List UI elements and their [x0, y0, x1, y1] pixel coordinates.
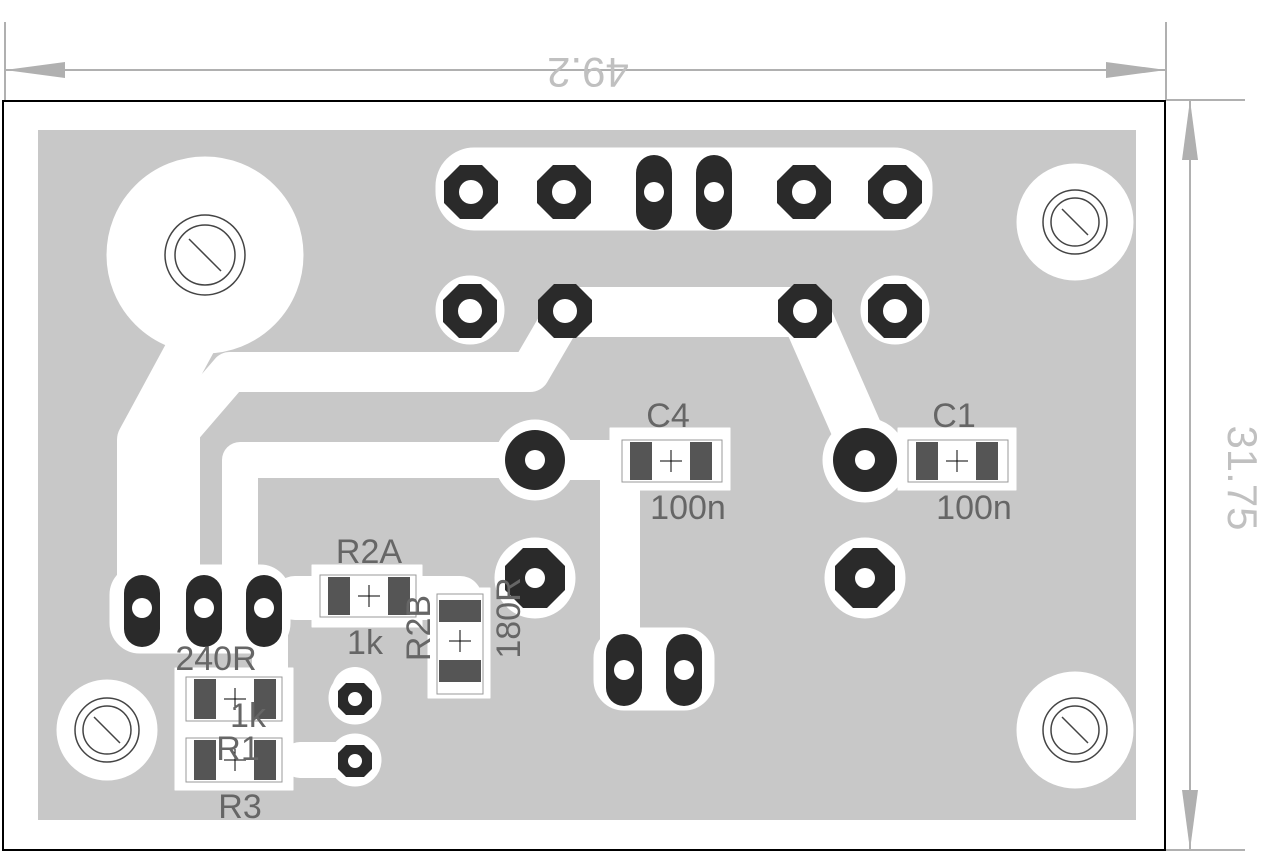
connector-pad-5	[666, 634, 702, 706]
via-2	[338, 745, 372, 777]
pad-row2-1	[443, 284, 497, 338]
smd-r2a	[319, 574, 417, 618]
mounting-hole-large	[164, 214, 246, 296]
dimension-height	[1166, 99, 1245, 851]
label-r3-ref: R3	[218, 788, 261, 826]
label-c1-value: 100n	[936, 489, 1012, 527]
header-pad-5	[777, 165, 831, 219]
smd-r3	[185, 737, 283, 783]
label-c4-value: 100n	[650, 489, 726, 527]
header-pad-3	[636, 155, 672, 230]
pad-row2-2	[538, 284, 592, 338]
label-r2a-value: 1k	[347, 624, 384, 662]
pad-c1-a	[833, 428, 897, 492]
label-r2a-ref: R2A	[336, 533, 402, 571]
smd-c4	[621, 439, 723, 483]
label-r3-value: 1k	[230, 697, 267, 735]
mounting-hole-bottom-left	[74, 697, 140, 763]
pad-c4-a	[505, 430, 565, 490]
header-pad-6	[868, 165, 922, 219]
header-pad-1	[444, 165, 498, 219]
label-r2b-ref: R2B	[400, 595, 438, 661]
label-r1-value: 240R	[175, 640, 256, 678]
label-c4-ref: C4	[646, 397, 689, 435]
mounting-hole-bottom-right	[1042, 697, 1108, 763]
smd-r1	[185, 676, 283, 722]
pads	[124, 155, 922, 777]
label-r2b-value: 180R	[490, 577, 528, 658]
pad-row2-4	[868, 284, 922, 338]
connector-pad-2	[186, 575, 222, 647]
label-r1-ref: R1	[216, 730, 259, 768]
pad-oct-left	[505, 548, 565, 608]
pad-oct-right	[835, 548, 895, 608]
mounting-hole-top-right	[1042, 189, 1108, 255]
dimension-height-label: 31.75	[1219, 425, 1266, 530]
header-pad-2	[537, 165, 591, 219]
connector-pad-4	[606, 634, 642, 706]
pad-row2-3	[778, 284, 832, 338]
dimension-width-label: 49.2	[547, 49, 629, 96]
label-c1-ref: C1	[932, 397, 975, 435]
connector-pad-3	[246, 575, 282, 647]
via-1	[338, 683, 372, 715]
smd-r2b	[436, 593, 484, 695]
mounting-holes	[74, 189, 1108, 763]
connector-pad-1	[124, 575, 160, 647]
smd-c1	[907, 439, 1009, 483]
header-pad-4	[696, 155, 732, 230]
dimension-width	[4, 22, 1167, 100]
